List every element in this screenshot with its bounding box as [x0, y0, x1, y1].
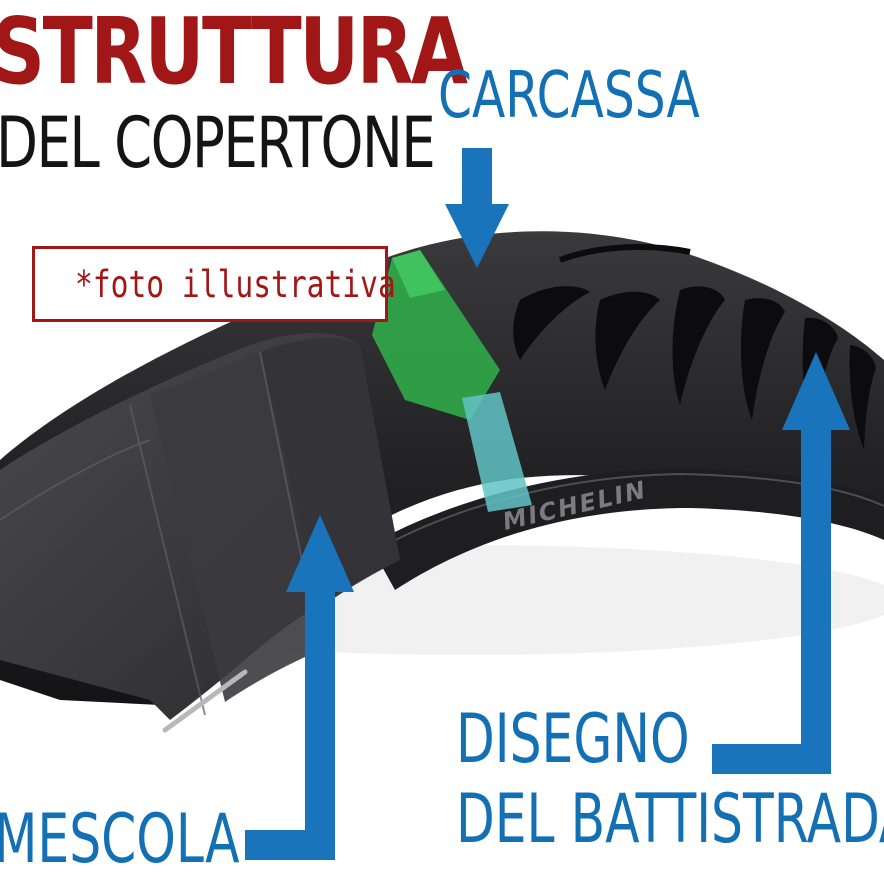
title-line-2: DEL COPERTONE	[0, 102, 436, 184]
title-line-1: STRUTTURA	[0, 0, 468, 105]
label-tread-line-1: DISEGNO	[456, 700, 690, 779]
label-carcass: CARCASSA	[438, 59, 700, 133]
label-tread-line-2: DEL BATTISTRADA	[456, 780, 884, 859]
illustrative-note: *foto illustrativa	[75, 263, 396, 306]
cutaway-band-2	[260, 337, 400, 608]
carcass-layer-cyan	[462, 392, 532, 512]
arrow-compound	[245, 515, 354, 860]
carcass-layer-green	[372, 250, 500, 420]
illustrative-note-box: *foto illustrativa	[32, 246, 396, 322]
bead-wire	[162, 669, 248, 733]
label-compound: MESCOLA	[0, 800, 240, 879]
arrow-carcass	[445, 148, 509, 268]
arrow-tread	[712, 352, 850, 774]
carcass-layer-green-top	[392, 250, 445, 298]
